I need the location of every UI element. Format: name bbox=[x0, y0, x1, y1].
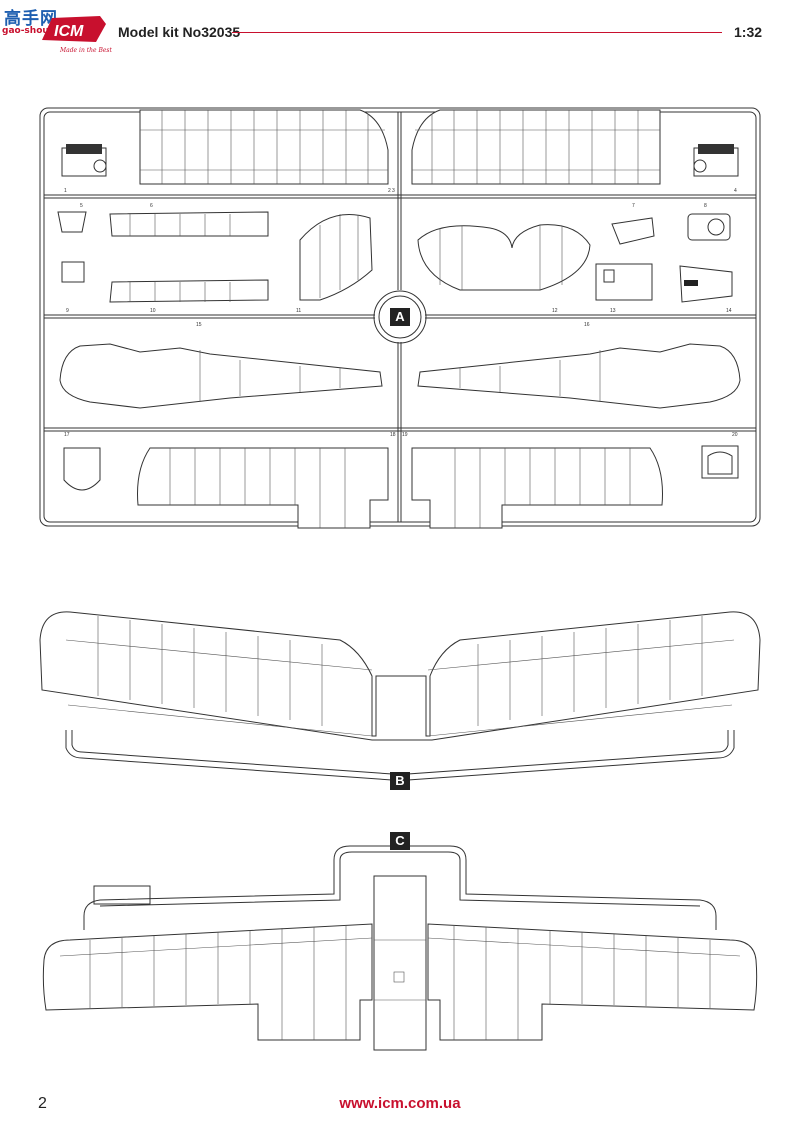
part-engine-left bbox=[61, 144, 107, 177]
part-number-11: 11 bbox=[296, 308, 301, 314]
part-number-5: 5 bbox=[80, 203, 83, 209]
part-number-8: 8 bbox=[704, 203, 707, 209]
svg-text:ICM: ICM bbox=[54, 23, 84, 40]
part-engine-right bbox=[693, 144, 739, 177]
part-number-15: 15 bbox=[196, 322, 202, 328]
part-5 bbox=[57, 211, 87, 233]
part-number-16: 16 bbox=[584, 322, 590, 328]
part-number-17: 17 bbox=[64, 432, 70, 438]
part-11-tail bbox=[299, 214, 373, 301]
part-19-lower-right-panel bbox=[411, 447, 663, 529]
part-number-19: 19 bbox=[402, 432, 408, 438]
part-number-6: 6 bbox=[150, 203, 153, 209]
part-number-2: 2 bbox=[388, 188, 391, 194]
part-number-4: 4 bbox=[734, 188, 737, 194]
part-number-7: 7 bbox=[632, 203, 635, 209]
sprue-c-wing bbox=[42, 845, 758, 1051]
sprue-label-b: B bbox=[390, 772, 410, 790]
page-title: Model kit No32035 bbox=[118, 24, 241, 40]
sprue-a-frame bbox=[39, 107, 761, 527]
header-rule bbox=[232, 32, 722, 34]
part-upper-left-panel bbox=[139, 109, 389, 185]
part-number-14: 14 bbox=[726, 308, 732, 314]
part-number-9: 9 bbox=[66, 308, 69, 314]
watermark-url: gao-shou.com bbox=[2, 26, 74, 36]
part-14 bbox=[679, 265, 733, 303]
page-number: 2 bbox=[38, 1095, 47, 1112]
part-number-18: 18 bbox=[390, 432, 396, 438]
part-3 bbox=[687, 213, 731, 241]
sprue-label-a: A bbox=[390, 308, 410, 326]
footer-url[interactable]: www.icm.com.ua bbox=[339, 1095, 461, 1112]
watermark: 高手网 bbox=[4, 9, 58, 29]
part-6 bbox=[109, 211, 269, 237]
part-number-tags: 1 2 3 4 5 6 7 8 9 10 11 12 13 14 15 16 1… bbox=[64, 188, 738, 438]
part-17 bbox=[63, 447, 101, 491]
part-18-lower-left-panel bbox=[137, 447, 389, 529]
part-upper-right-panel bbox=[411, 109, 661, 185]
part-number-20: 20 bbox=[732, 432, 738, 438]
part-9 bbox=[109, 279, 269, 303]
part-7 bbox=[611, 217, 655, 245]
part-number-1: 1 bbox=[64, 188, 67, 194]
part-number-13: 13 bbox=[610, 308, 616, 314]
part-13 bbox=[595, 263, 653, 301]
part-number-12: 12 bbox=[552, 308, 558, 314]
sprue-b-wing bbox=[39, 611, 761, 781]
part-number-10: 10 bbox=[150, 308, 156, 314]
sprue-label-c: C bbox=[390, 832, 410, 850]
part-12-elevator bbox=[417, 224, 591, 291]
part-16-fuselage-right bbox=[417, 343, 741, 409]
part-number-3: 3 bbox=[392, 188, 395, 194]
part-15-fuselage-left bbox=[59, 343, 383, 409]
scale-label: 1:32 bbox=[734, 24, 763, 40]
page-header: 高手网 gao-shou.com ICM Made in the Best Mo… bbox=[0, 0, 800, 60]
logo-tagline: Made in the Best bbox=[60, 47, 112, 54]
part-8 bbox=[61, 261, 85, 283]
part-20 bbox=[701, 445, 739, 479]
icm-logo: ICM bbox=[42, 16, 106, 42]
